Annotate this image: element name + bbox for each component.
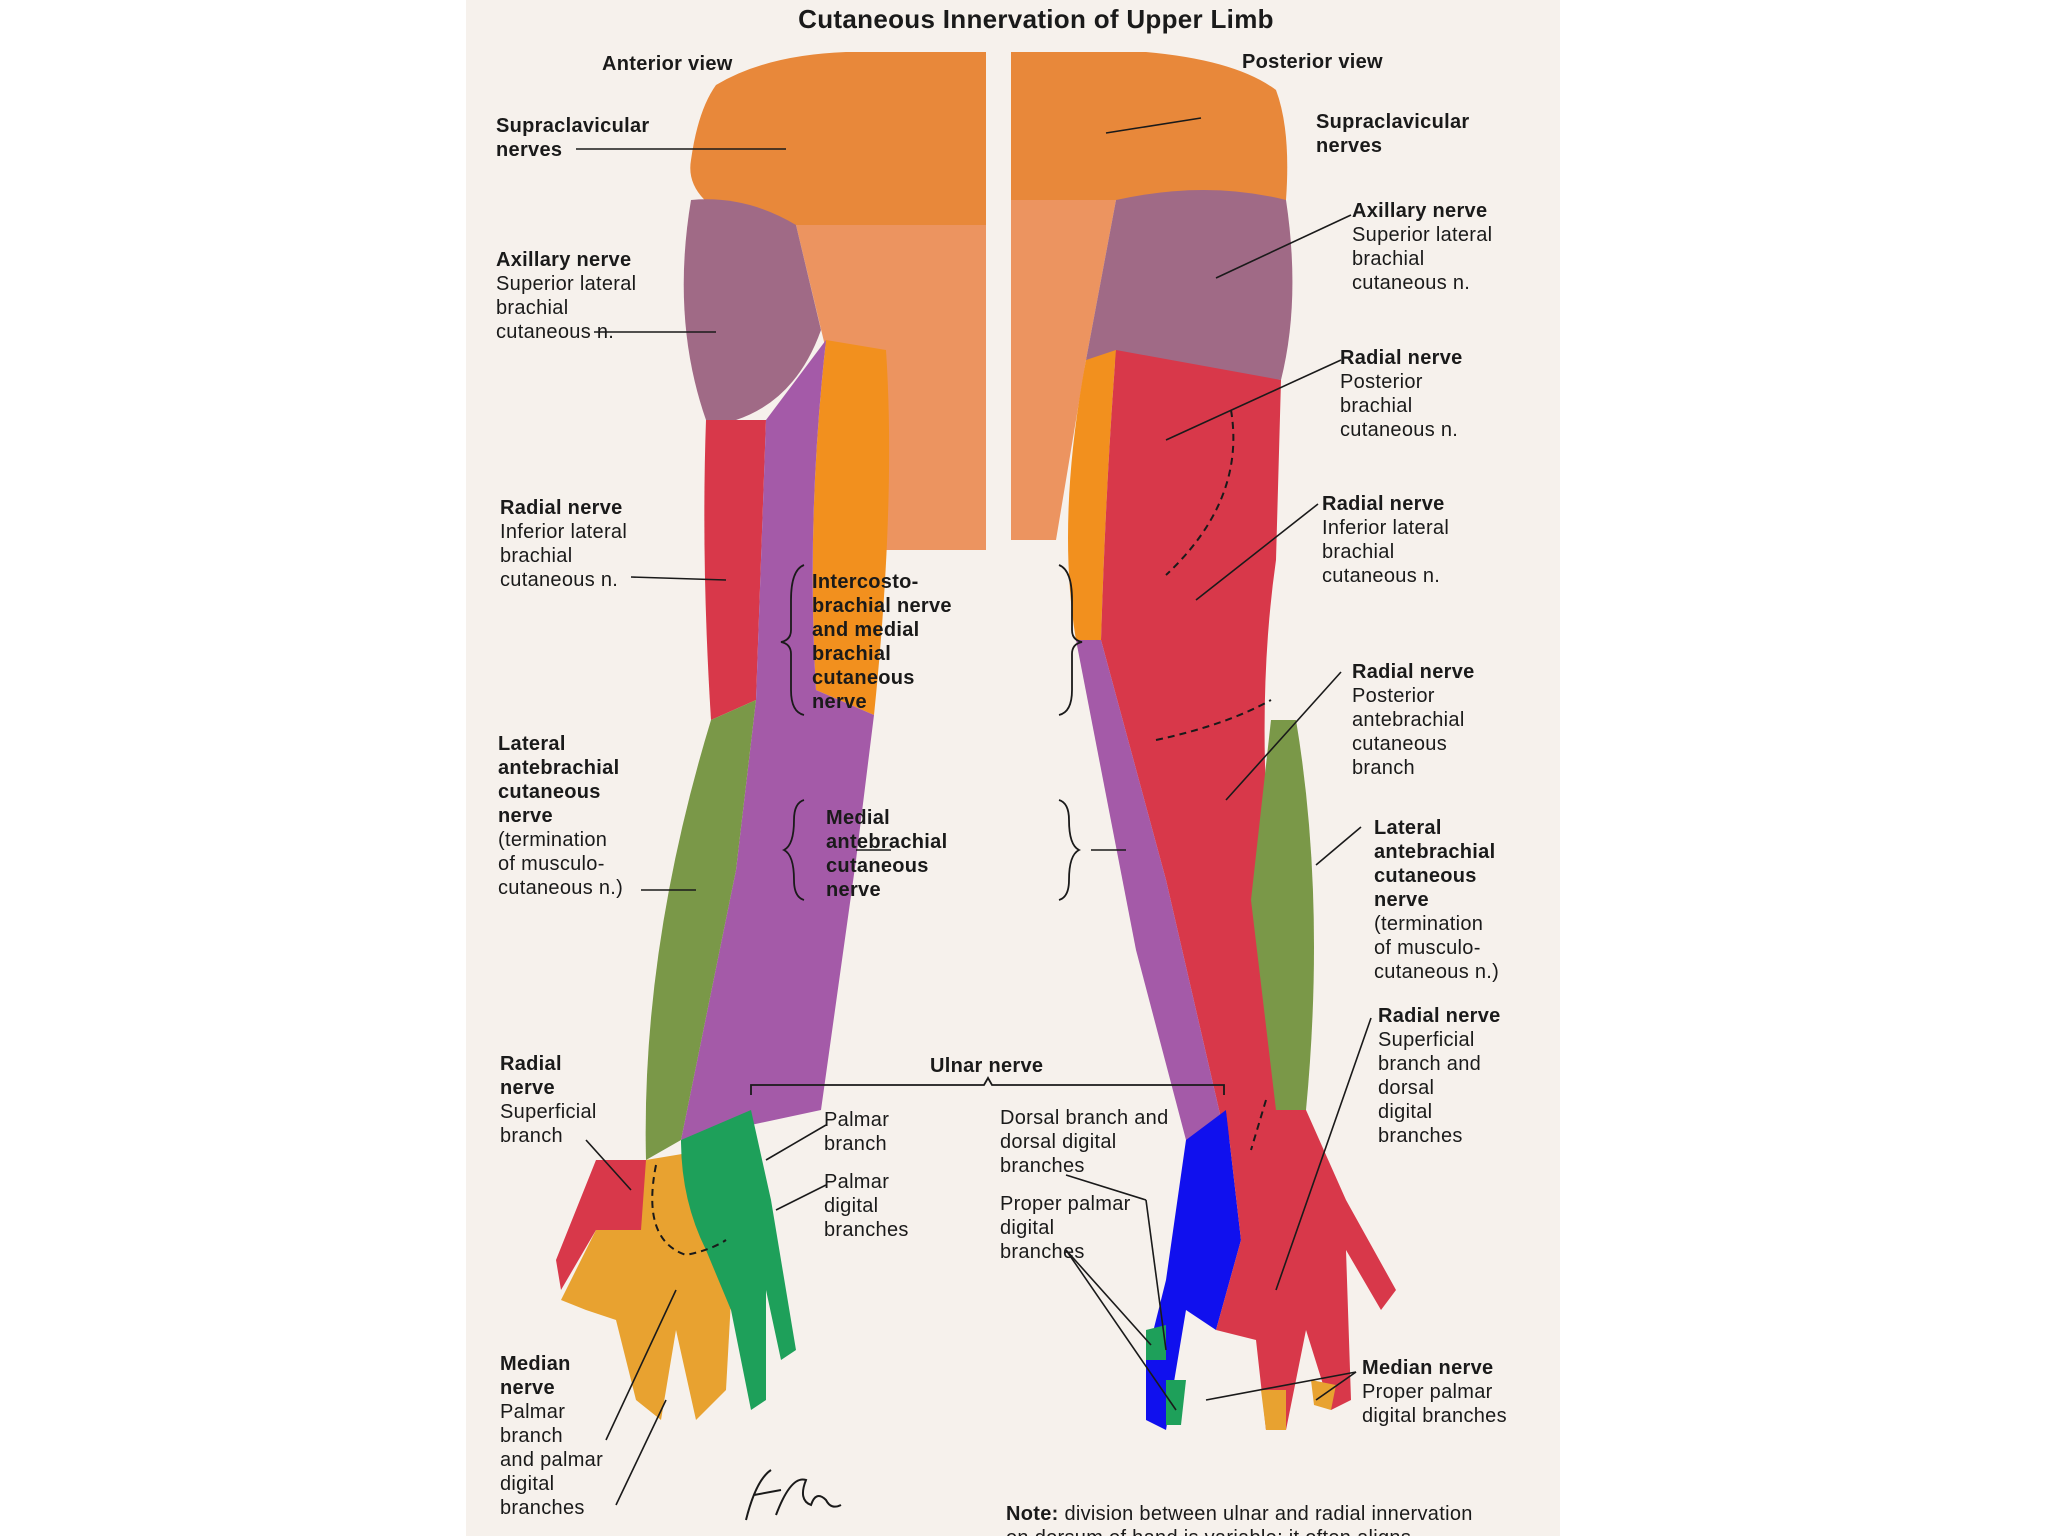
radial-superficial-region-anterior bbox=[556, 1160, 646, 1290]
radial-inferior-sub-right: Inferior lateral brachial cutaneous n. bbox=[1322, 517, 1450, 587]
posterior-view-label: Posterior view bbox=[1242, 51, 1383, 73]
note-text-block: Note: division between ulnar and radial … bbox=[1006, 1478, 1546, 1536]
lateral-antebrachial-sub-left: (termination of musculo- cutaneous n.) bbox=[498, 829, 624, 899]
median-nerve-label-left: Median nerve bbox=[500, 1353, 571, 1399]
intercostobrachial-region-posterior bbox=[1068, 350, 1116, 640]
dorsal-branch-label: Dorsal branch and dorsal digital branche… bbox=[1000, 1107, 1169, 1177]
lateral-antebrachial-sub-right: (termination of musculo- cutaneous n.) bbox=[1374, 913, 1500, 983]
medial-antebrachial-region-anterior bbox=[681, 340, 874, 1140]
axillary-label-right: Axillary nerve bbox=[1352, 200, 1488, 222]
artist-signature bbox=[745, 1469, 842, 1521]
radial-posterior-brachial-sub: Posterior brachial cutaneous n. bbox=[1340, 371, 1459, 441]
note-label: Note: bbox=[1006, 1503, 1059, 1525]
ulnar-nerve-label: Ulnar nerve bbox=[930, 1055, 1044, 1077]
axillary-label-left: Axillary nerve bbox=[496, 249, 632, 271]
median-nerve-label-right: Median nerve bbox=[1362, 1357, 1494, 1379]
radial-posterior-brachial-label: Radial nerve bbox=[1340, 347, 1463, 369]
supraclavicular-label-left: Supraclavicular nerves bbox=[496, 115, 650, 161]
ulnar-dorsal-region-posterior bbox=[1146, 1110, 1241, 1430]
radial-inferior-sub-left: Inferior lateral brachial cutaneous n. bbox=[500, 521, 628, 591]
median-tips-posterior bbox=[1261, 1380, 1336, 1430]
supraclavicular-region-anterior bbox=[690, 52, 986, 225]
lateral-antebrachial-region-posterior bbox=[1251, 720, 1314, 1110]
radial-superficial-label-right: Radial nerve bbox=[1378, 1005, 1501, 1027]
ulnar-palmar-tip-posterior-2 bbox=[1166, 1380, 1186, 1425]
intercostobrachial-label: Intercosto- brachial nerve and medial br… bbox=[812, 571, 952, 713]
median-region-hand-anterior bbox=[561, 1150, 736, 1420]
leader-lines bbox=[576, 117, 1372, 1506]
supraclavicular-label-right: Supraclavicular nerves bbox=[1316, 111, 1470, 157]
axillary-region-posterior bbox=[1086, 190, 1293, 380]
medial-antebrachial-region-posterior bbox=[1076, 640, 1226, 1140]
proper-palmar-ulnar-label: Proper palmar digital branches bbox=[1000, 1193, 1131, 1263]
chest-anterior bbox=[796, 225, 986, 550]
radial-inferior-label-right: Radial nerve bbox=[1322, 493, 1445, 515]
page-title: Cutaneous Innervation of Upper Limb bbox=[798, 4, 1274, 34]
radial-posterior-antebrachial-label: Radial nerve bbox=[1352, 661, 1475, 683]
axillary-sub-left: Superior lateral brachial cutaneous n. bbox=[496, 273, 637, 343]
anterior-view-label: Anterior view bbox=[602, 53, 733, 75]
medial-antebrachial-label: Medial antebrachial cutaneous nerve bbox=[826, 807, 948, 901]
intercostobrachial-region-anterior bbox=[812, 340, 890, 715]
lateral-antebrachial-region-anterior bbox=[645, 700, 756, 1160]
radial-superficial-sub-left: Superficial branch bbox=[500, 1101, 597, 1147]
axillary-region-anterior bbox=[683, 199, 821, 420]
radial-region-upper-arm-anterior bbox=[704, 420, 766, 720]
radial-inferior-label-left: Radial nerve bbox=[500, 497, 623, 519]
radial-region-posterior bbox=[1101, 350, 1296, 1140]
anatomy-plate: Cutaneous Innervation of Upper Limb Ante… bbox=[466, 0, 1560, 1536]
back-posterior bbox=[1011, 200, 1116, 540]
lateral-antebrachial-label-right: Lateral antebrachial cutaneous nerve bbox=[1374, 817, 1496, 911]
radial-superficial-sub-right: Superficial branch and dorsal digital br… bbox=[1378, 1029, 1482, 1147]
brace-marks bbox=[750, 564, 1225, 1095]
view-separator bbox=[986, 40, 1011, 540]
ulnar-palmar-tip-posterior bbox=[1146, 1325, 1166, 1360]
variable-boundary-lines bbox=[651, 409, 1272, 1257]
radial-posterior-antebrachial-sub: Posterior antebrachial cutaneous branch bbox=[1352, 685, 1465, 779]
lateral-antebrachial-label-left: Lateral antebrachial cutaneous nerve bbox=[498, 733, 620, 827]
palmar-digital-branches-label: Palmar digital branches bbox=[824, 1171, 909, 1241]
median-nerve-sub-right: Proper palmar digital branches bbox=[1362, 1381, 1507, 1427]
note-body: division between ulnar and radial innerv… bbox=[1006, 1503, 1473, 1536]
ulnar-palmar-region-anterior bbox=[681, 1110, 796, 1410]
radial-superficial-label-left: Radial nerve bbox=[500, 1053, 562, 1099]
median-nerve-sub-left: Palmar branch and palmar digital branche… bbox=[500, 1401, 604, 1519]
radial-region-hand-posterior bbox=[1216, 1110, 1396, 1430]
palmar-branch-label: Palmar branch bbox=[824, 1109, 890, 1155]
limb-illustration bbox=[556, 40, 1396, 1506]
axillary-sub-right: Superior lateral brachial cutaneous n. bbox=[1352, 224, 1493, 294]
